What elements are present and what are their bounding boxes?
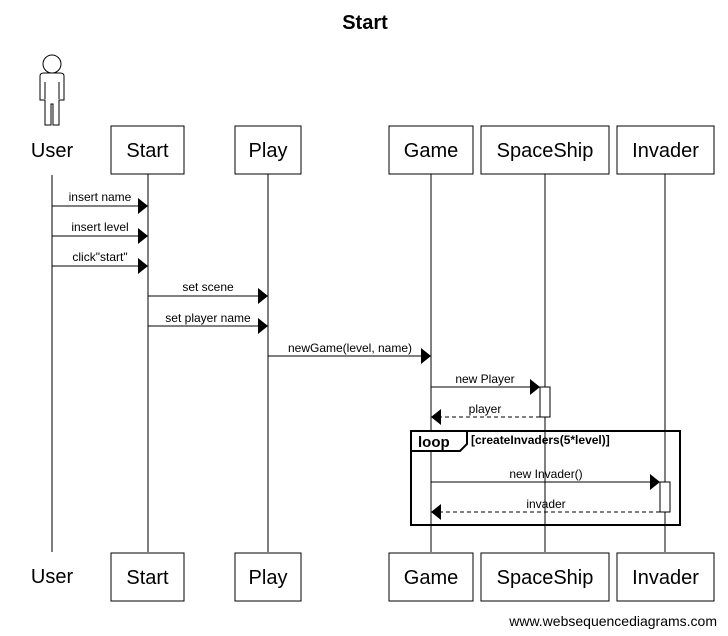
loop-label-tab xyxy=(410,430,468,452)
arrowhead-icon xyxy=(138,198,148,214)
participant-label-invader: Invader xyxy=(632,140,699,162)
message-1: insert name xyxy=(52,190,148,214)
participant-game-bottom: Game xyxy=(388,552,474,602)
participant-label-game: Game xyxy=(404,140,458,162)
participant-label-spaceship: SpaceShip xyxy=(497,140,594,162)
diagram-title: Start xyxy=(342,12,388,34)
participant-label-start-bottom: Start xyxy=(126,567,169,589)
actor-user-top: User xyxy=(31,54,74,162)
message-4: set scene xyxy=(148,280,268,304)
arrowhead-icon xyxy=(421,348,431,364)
loop-guard: [createInvaders(5*level)] xyxy=(471,433,610,447)
message-label: invader xyxy=(526,497,565,511)
arrowhead-icon xyxy=(258,318,268,334)
participant-start-top: Start xyxy=(110,125,185,175)
message-label: set player name xyxy=(165,311,251,325)
message-label: insert name xyxy=(69,190,132,204)
message-9: new Invader() xyxy=(431,467,660,490)
participant-label-spaceship-bottom: SpaceShip xyxy=(497,567,594,589)
actor-figure-icon xyxy=(39,54,65,126)
participant-label-game-bottom: Game xyxy=(404,567,458,589)
participant-spaceship-top: SpaceShip xyxy=(480,125,610,175)
message-label: player xyxy=(469,402,502,416)
message-label: new Invader() xyxy=(509,467,582,481)
loop-frame-border xyxy=(410,430,681,526)
footer-watermark: www.websequencediagrams.com xyxy=(508,613,717,629)
message-3: click"start" xyxy=(52,250,148,274)
arrowhead-icon xyxy=(530,379,540,395)
participant-spaceship-bottom: SpaceShip xyxy=(480,552,610,602)
participant-label-invader-bottom: Invader xyxy=(632,567,699,589)
message-7: new Player xyxy=(431,372,540,395)
message-label: insert level xyxy=(71,220,128,234)
message-label: newGame(level, name) xyxy=(288,341,412,355)
participant-game-top: Game xyxy=(388,125,474,175)
participant-start-bottom: Start xyxy=(110,552,185,602)
loop-keyword: loop xyxy=(418,434,450,451)
participant-invader-bottom: Invader xyxy=(616,552,715,602)
arrowhead-icon xyxy=(431,504,441,520)
message-10: invader xyxy=(431,497,660,520)
arrowhead-icon xyxy=(650,474,660,490)
message-5: set player name xyxy=(148,311,268,334)
arrowhead-icon xyxy=(431,409,441,425)
message-label: click"start" xyxy=(72,250,127,264)
arrowhead-icon xyxy=(138,258,148,274)
message-8: player xyxy=(431,402,540,425)
participant-label-start: Start xyxy=(126,140,169,162)
message-label: new Player xyxy=(455,372,514,386)
participant-label-play: Play xyxy=(249,140,288,162)
arrowhead-icon xyxy=(138,228,148,244)
participant-play-top: Play xyxy=(234,125,302,175)
activation-invader xyxy=(659,481,671,513)
participant-label-user: User xyxy=(31,140,74,162)
message-2: insert level xyxy=(52,220,148,244)
loop-frame: loop [createInvaders(5*level)] xyxy=(410,430,681,526)
participant-label-play-bottom: Play xyxy=(249,567,288,589)
lifelines xyxy=(51,174,666,552)
participant-play-bottom: Play xyxy=(234,552,302,602)
message-6: newGame(level, name) xyxy=(268,341,431,364)
activation-spaceship xyxy=(539,386,551,418)
participant-label-user-bottom: User xyxy=(31,566,74,588)
arrowhead-icon xyxy=(258,288,268,304)
participant-invader-top: Invader xyxy=(616,125,715,175)
message-label: set scene xyxy=(182,280,234,294)
